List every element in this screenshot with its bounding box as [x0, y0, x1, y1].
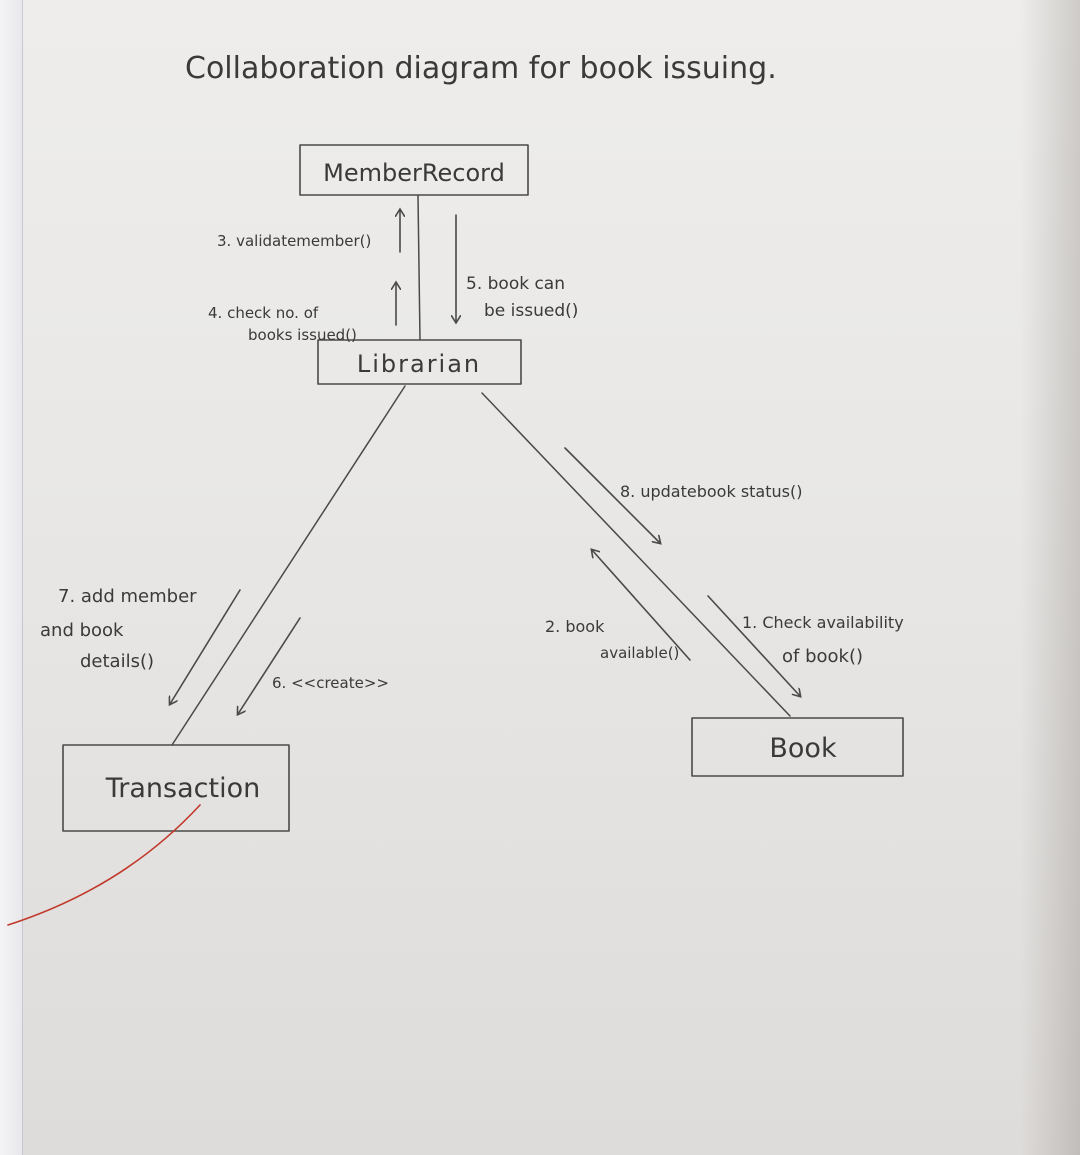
librarian-label: Librarian — [357, 350, 481, 378]
label-msg-7-line1: 7. add member — [58, 586, 197, 607]
object-member-record: MemberRecord — [299, 144, 529, 196]
transaction-label: Transaction — [105, 773, 260, 804]
link-librarian-book — [481, 392, 791, 717]
book-box — [691, 717, 904, 777]
page-shadow — [1020, 0, 1080, 1155]
diagram-title: Collaboration diagram for book issuing. — [185, 51, 777, 86]
object-book: Book — [691, 717, 904, 777]
label-msg-2-line2: available() — [600, 644, 679, 662]
arrow-msg-6 — [238, 617, 301, 714]
label-msg-5-line1: 5. book can — [466, 274, 565, 294]
label-msg-1-line2: of book() — [782, 646, 863, 667]
label-msg-6: 6. <<create>> — [272, 674, 389, 692]
member-record-label: MemberRecord — [323, 159, 505, 187]
object-librarian: Librarian — [317, 339, 522, 385]
link-member-librarian — [417, 195, 421, 341]
red-pen-mark — [7, 804, 201, 926]
arrow-msg-1 — [707, 595, 800, 696]
arrow-msg-8 — [564, 447, 660, 543]
book-label: Book — [769, 733, 837, 764]
label-msg-2-line1: 2. book — [545, 617, 605, 636]
label-msg-3: 3. validatemember() — [217, 232, 371, 250]
transaction-box — [62, 744, 290, 832]
arrow-msg-2 — [592, 550, 691, 661]
link-librarian-transaction — [171, 385, 406, 746]
label-msg-4-line1: 4. check no. of — [208, 304, 319, 322]
label-msg-4-line2: books issued() — [248, 326, 357, 344]
label-msg-7-line3: details() — [80, 651, 154, 672]
arrow-msg-7 — [170, 589, 241, 704]
label-msg-8: 8. updatebook status() — [620, 482, 802, 501]
member-record-box — [299, 144, 529, 196]
object-transaction: Transaction — [62, 744, 290, 832]
label-msg-7-line2: and book — [40, 620, 124, 641]
label-msg-5-line2: be issued() — [484, 301, 578, 321]
label-msg-1-line1: 1. Check availability — [742, 613, 904, 632]
adjacent-page-edge — [0, 0, 23, 1155]
